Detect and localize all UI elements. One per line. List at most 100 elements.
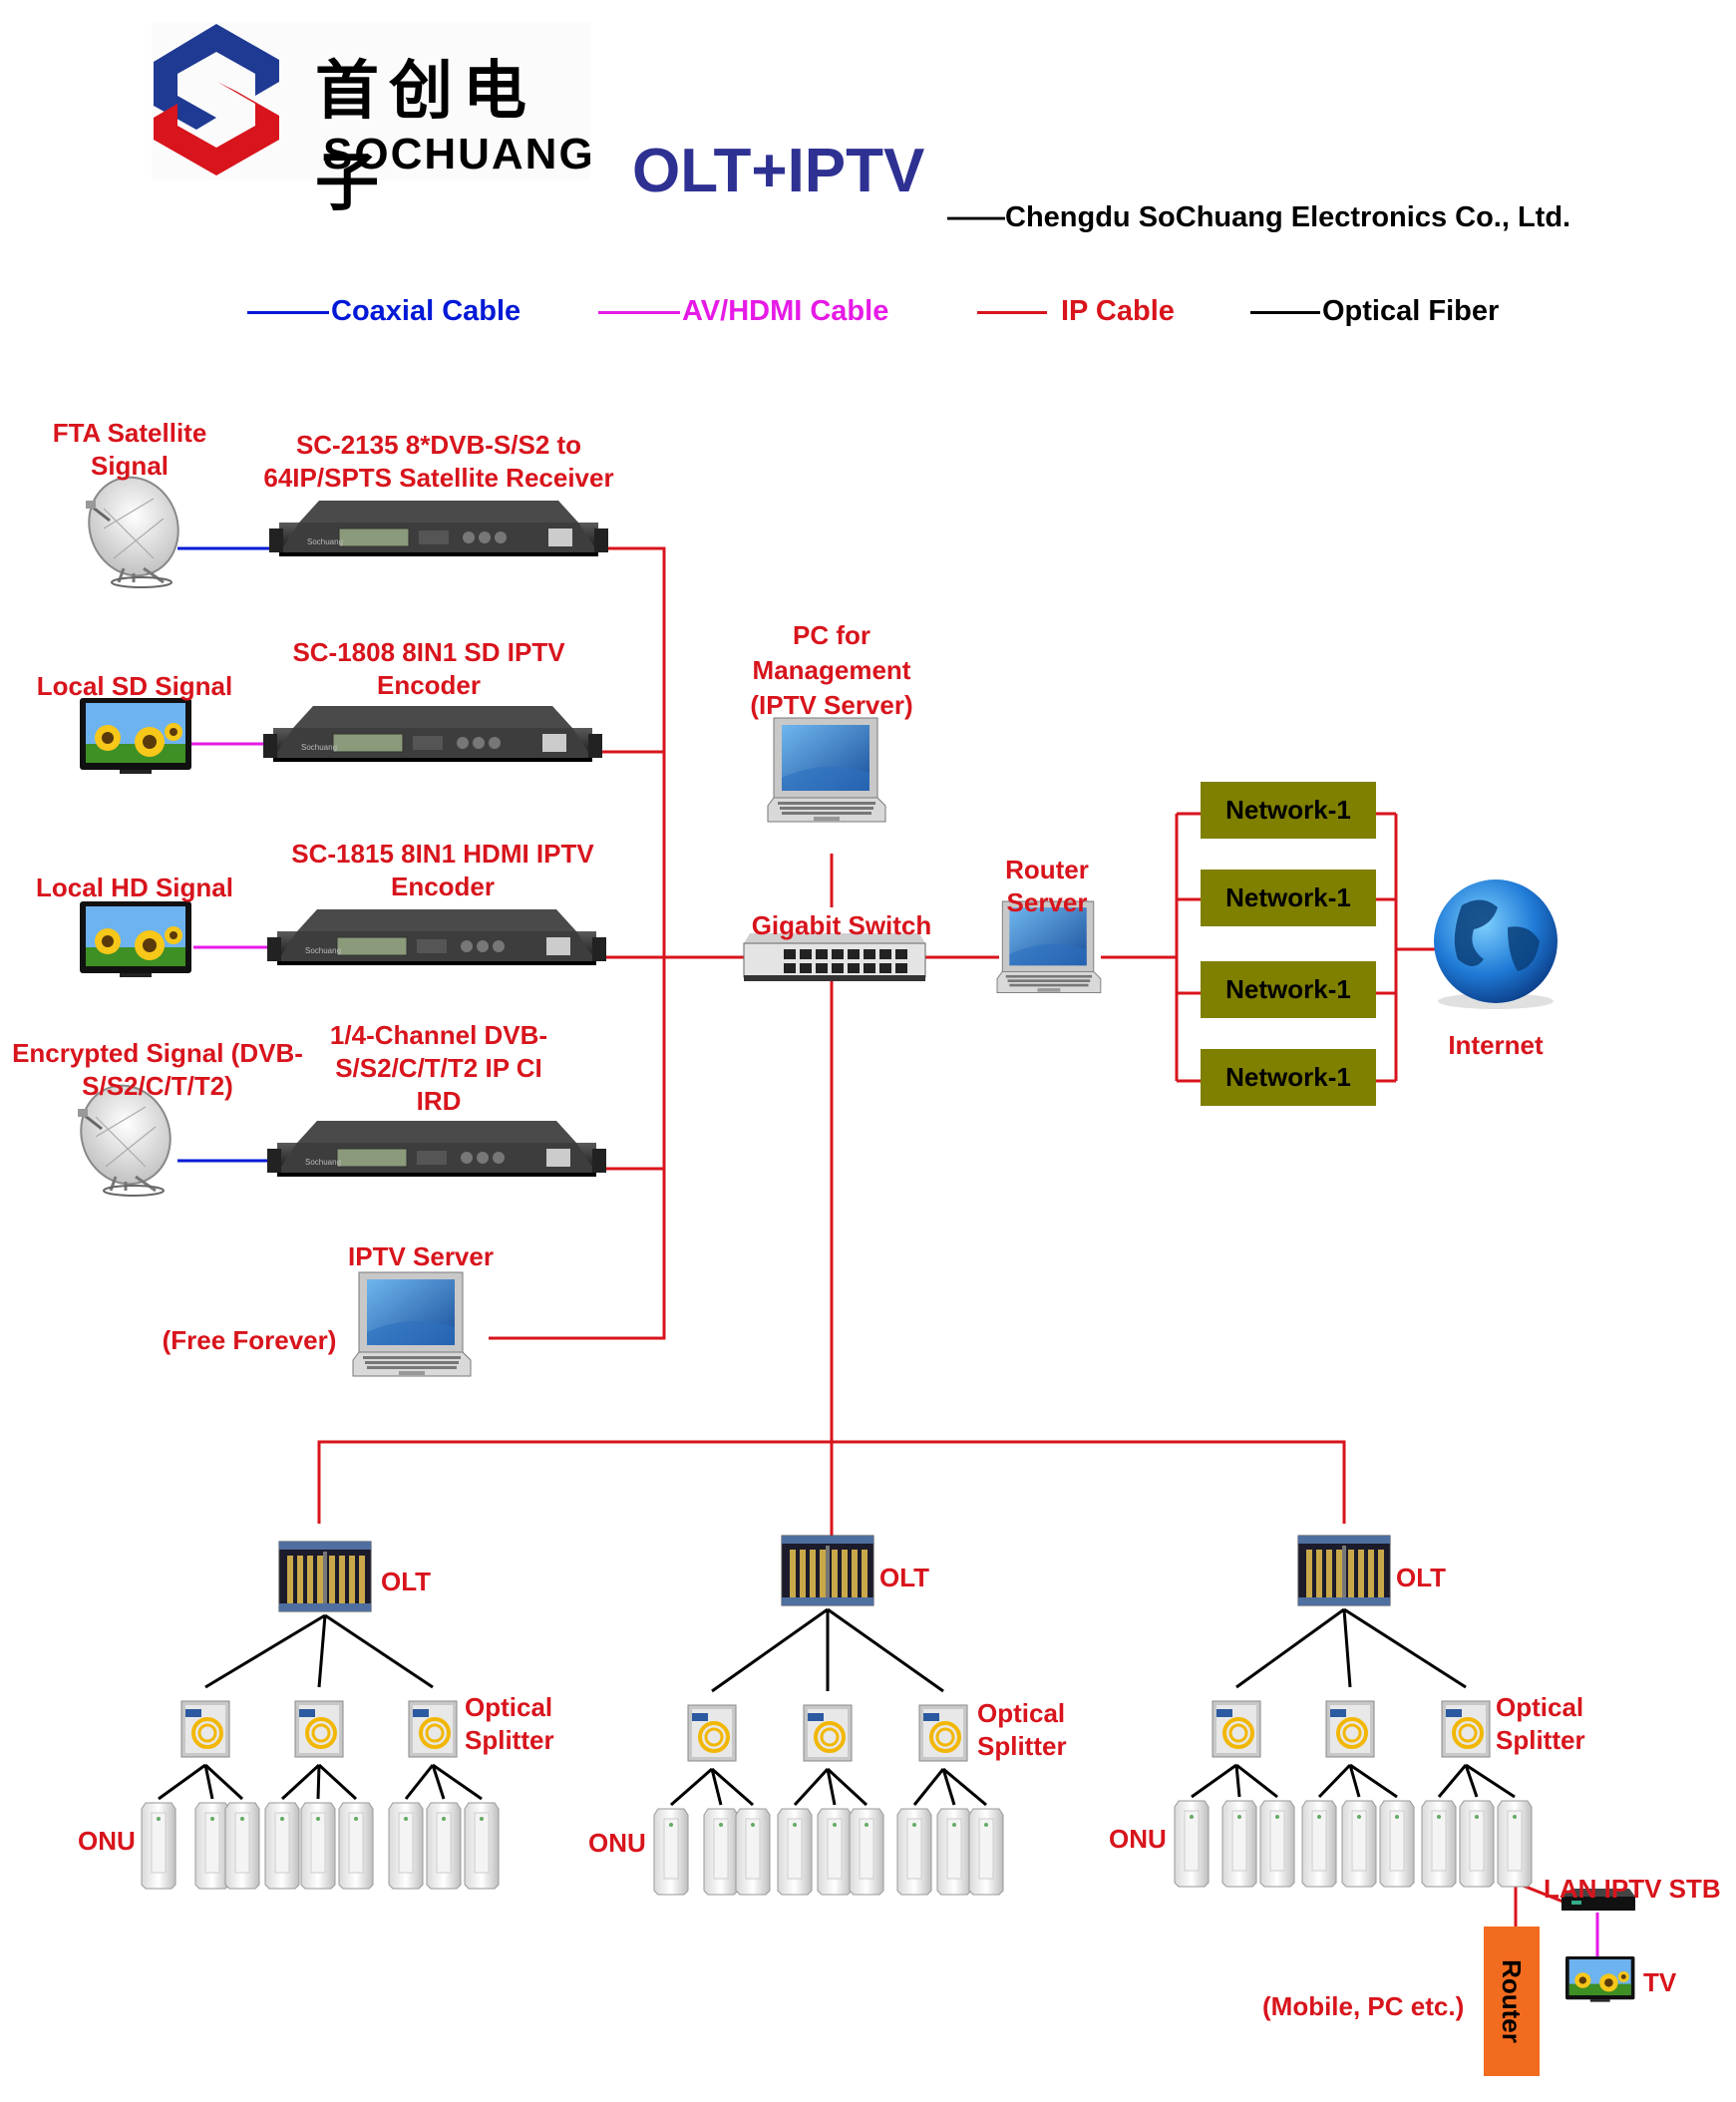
fta-satellite-label: FTA Satellite Signal	[52, 418, 207, 481]
iptv-server-label: IPTV Server	[348, 1241, 494, 1271]
optical-fiber-olt-2-splitter-1	[711, 1607, 829, 1693]
onu-device-1-2-3	[338, 1802, 374, 1890]
sochuang-logo-mark	[154, 24, 279, 175]
legend-item-2: IP Cable	[977, 295, 1175, 328]
optical-splitter-icon-1-3	[407, 1699, 459, 1759]
optical-fiber-splitter-3-1-onu-1	[1191, 1763, 1237, 1799]
onu-device-2-3-1	[896, 1808, 932, 1896]
legend-label-1: AV/HDMI Cable	[682, 295, 889, 327]
optical-fiber-splitter-1-2-onu-2	[316, 1764, 321, 1800]
onu-device-1-2-1	[264, 1802, 300, 1890]
lan-iptv-stb-label: LAN IPTV STB	[1544, 1874, 1721, 1904]
legend-line-0	[247, 310, 329, 314]
sd-encoder-device	[262, 705, 603, 763]
onu-label-3: ONU	[1109, 1824, 1167, 1854]
optical-fiber-splitter-2-3-onu-1	[912, 1768, 945, 1806]
ip-cable-trunk	[489, 546, 666, 1340]
router-label: Router	[1497, 1959, 1527, 2043]
onu-device-2-1-2	[703, 1808, 739, 1896]
fta-satellite-dish-icon	[74, 463, 193, 590]
network-box-3: Network-1	[1201, 961, 1376, 1018]
onu-label-2: ONU	[588, 1828, 646, 1858]
onu-device-2-3-3	[968, 1808, 1004, 1896]
optical-splitter-icon-2-3	[917, 1703, 969, 1763]
optical-fiber-olt-2-splitter-3	[827, 1607, 944, 1693]
onu-device-3-3-3	[1497, 1800, 1533, 1888]
onu-device-2-2-3	[849, 1808, 884, 1896]
optical-fiber-olt-3-splitter-3	[1343, 1607, 1467, 1689]
optical-fiber-splitter-2-1-onu-3	[711, 1767, 754, 1807]
legend-label-0: Coaxial Cable	[331, 295, 521, 327]
hd-encoder-device	[266, 908, 607, 966]
optical-fiber-splitter-3-1-onu-3	[1235, 1763, 1278, 1799]
optical-fiber-splitter-3-3-onu-1	[1437, 1764, 1468, 1798]
optical-fiber-splitter-2-1-onu-2	[710, 1768, 723, 1806]
legend-line-2	[977, 310, 1047, 314]
optical-fiber-splitter-1-3-onu-3	[432, 1763, 483, 1801]
optical-fiber-splitter-3-3-onu-3	[1465, 1763, 1516, 1799]
optical-fiber-olt-1-splitter-1	[204, 1613, 326, 1689]
optical-fiber-olt-3-splitter-1	[1235, 1607, 1345, 1689]
internet-globe-icon	[1434, 879, 1558, 1009]
router-device: Router	[1484, 1927, 1540, 2076]
optical-splitter-icon-1-1	[179, 1699, 231, 1759]
hd-encoder-label: SC-1815 8IN1 HDMI IPTV Encoder	[291, 839, 594, 901]
gigabit-switch-device	[743, 933, 926, 981]
legend-line-1	[598, 310, 680, 314]
optical-splitter-icon-2-1	[686, 1703, 738, 1763]
optical-fiber-splitter-2-3-onu-2	[941, 1768, 956, 1806]
onu-device-3-1-3	[1259, 1800, 1295, 1888]
legend-label-3: Optical Fiber	[1322, 295, 1500, 327]
onu-device-3-2-2	[1341, 1800, 1377, 1888]
onu-device-2-2-2	[817, 1808, 853, 1896]
onu-device-2-3-2	[936, 1808, 972, 1896]
onu-device-3-2-3	[1379, 1800, 1415, 1888]
optical-fiber-olt-1-splitter-3	[324, 1613, 434, 1689]
legend-item-1: AV/HDMI Cable	[598, 295, 888, 328]
onu-device-1-1-3	[224, 1802, 260, 1890]
optical-fiber-olt-1-splitter-2	[317, 1614, 327, 1688]
onu-device-2-1-1	[653, 1808, 689, 1896]
tv-label: TV	[1643, 1967, 1677, 1997]
router-server-label: Router Server	[1005, 855, 1089, 917]
encrypted-signal-label: Encrypted Signal (DVB- S/S2/C/T/T2)	[12, 1038, 303, 1101]
optical-fiber-splitter-2-3-onu-3	[942, 1767, 987, 1807]
optical-fiber-splitter-1-3-onu-2	[431, 1764, 446, 1800]
sd-encoder-label: SC-1808 8IN1 SD IPTV Encoder	[292, 637, 565, 700]
legend-label-2: IP Cable	[1061, 295, 1175, 327]
olt-label-3: OLT	[1396, 1563, 1447, 1592]
onu-device-3-1-2	[1221, 1800, 1257, 1888]
lan-iptv-stb-device	[1562, 1889, 1635, 1911]
onu-device-2-1-3	[735, 1808, 771, 1896]
optical-fiber-olt-3-splitter-2	[1342, 1608, 1352, 1688]
onu-device-2-2-1	[777, 1808, 813, 1896]
ird-label: 1/4-Channel DVB- S/S2/C/T/T2 IP CI IRD	[329, 1020, 548, 1116]
company-name: ——Chengdu SoChuang Electronics Co., Ltd.	[947, 201, 1571, 233]
brand-chinese-name: 首创电子	[315, 54, 536, 220]
network-box-1: Network-1	[1201, 782, 1376, 839]
brand-logo: 首创电子 SOCHUANG	[152, 22, 593, 220]
optical-fiber-splitter-2-2-onu-1	[793, 1767, 830, 1807]
optical-fiber-splitter-1-2-onu-1	[280, 1763, 321, 1801]
optical-fiber-splitter-3-3-onu-2	[1464, 1764, 1479, 1798]
internet-label: Internet	[1448, 1030, 1544, 1060]
mobile-pc-label: (Mobile, PC etc.)	[1262, 1991, 1465, 2021]
optical-fiber-splitter-3-2-onu-2	[1348, 1764, 1361, 1798]
optical-splitter-label-3: Optical Splitter	[1496, 1692, 1585, 1755]
gigabit-switch-label: Gigabit Switch	[751, 910, 932, 940]
olt-label-2: OLT	[879, 1563, 930, 1592]
olt-device-1	[278, 1541, 372, 1612]
optical-splitter-icon-3-3	[1440, 1699, 1492, 1759]
onu-device-1-2-2	[300, 1802, 336, 1890]
optical-fiber-splitter-1-1-onu-3	[203, 1763, 244, 1801]
optical-fiber-splitter-3-2-onu-3	[1349, 1763, 1398, 1799]
ird-device	[266, 1120, 607, 1178]
optical-fiber-splitter-3-1-onu-2	[1234, 1764, 1241, 1798]
onu-device-1-3-1	[388, 1802, 424, 1890]
local-sd-label: Local SD Signal	[36, 671, 233, 701]
optical-fiber-splitter-2-2-onu-2	[826, 1768, 837, 1806]
tv-icon	[1565, 1956, 1635, 2002]
onu-device-3-1-1	[1174, 1800, 1210, 1888]
olt-device-2	[781, 1535, 874, 1606]
